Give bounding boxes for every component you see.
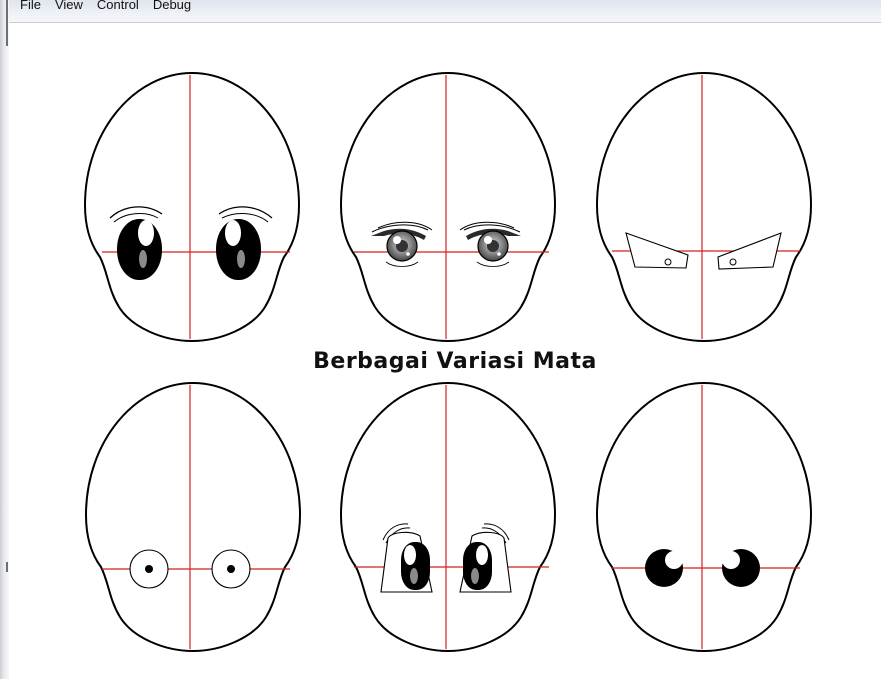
head-2: [341, 73, 555, 341]
head-1: [85, 73, 299, 341]
left-eye: [130, 550, 168, 588]
head-outline: [85, 73, 299, 341]
head-5: [341, 383, 555, 651]
head-outline: [341, 73, 555, 341]
head-4: [86, 383, 300, 651]
illustration-title: Berbagai Variasi Mata: [300, 349, 610, 374]
right-eye: [722, 549, 760, 587]
head-outline: [86, 383, 300, 651]
head-6: [597, 383, 811, 651]
head-outline: [597, 383, 811, 651]
head-outline: [597, 73, 811, 341]
left-eye: [645, 549, 683, 587]
head-3: [597, 73, 811, 341]
right-eye: [212, 550, 250, 588]
head-outline: [341, 383, 555, 651]
